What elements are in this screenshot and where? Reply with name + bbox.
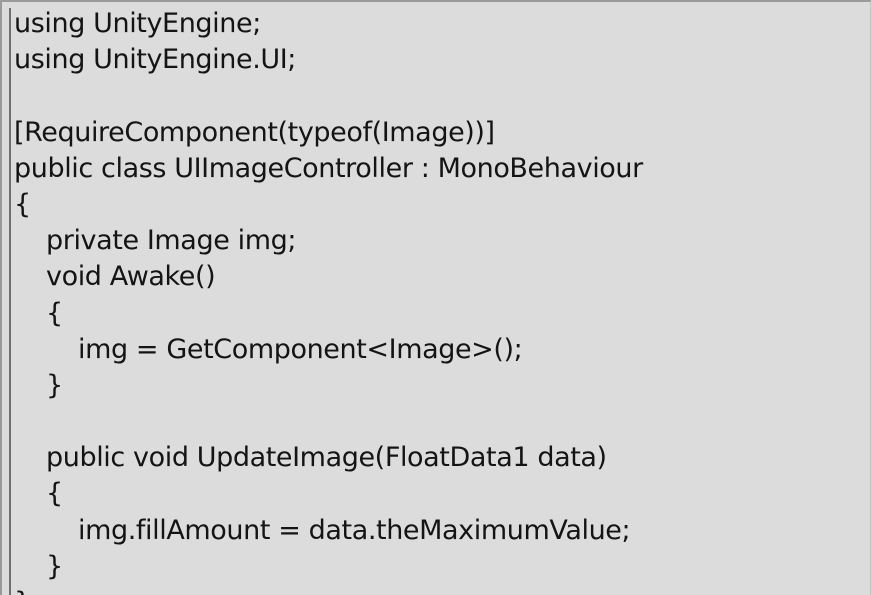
code-line-6: {	[14, 188, 31, 220]
panel-left-border	[9, 8, 11, 595]
code-line-11: }	[46, 369, 63, 401]
code-line-1: using UnityEngine;	[14, 8, 261, 39]
code-line-14: {	[46, 478, 63, 510]
code-line-7: private Image img;	[46, 225, 297, 257]
code-line-15: img.fillAmount = data.theMaximumValue;	[78, 514, 631, 546]
code-line-17: }	[14, 585, 643, 595]
code-block: using UnityEngine; using UnityEngine.UI;…	[14, 6, 643, 595]
code-line-2: using UnityEngine.UI;	[14, 44, 296, 76]
code-line-13: public void UpdateImage(FloatData1 data)	[46, 442, 607, 474]
code-line-16: }	[46, 550, 63, 582]
code-line-5: public class UIImageController : MonoBeh…	[14, 152, 643, 184]
code-line-9: {	[46, 297, 63, 329]
code-line-4: [RequireComponent(typeof(Image))]	[14, 116, 495, 148]
code-line-3	[14, 78, 643, 114]
code-line-12	[14, 404, 643, 440]
code-line-10: img = GetComponent<Image>();	[78, 333, 523, 365]
code-line-8: void Awake()	[46, 261, 216, 293]
